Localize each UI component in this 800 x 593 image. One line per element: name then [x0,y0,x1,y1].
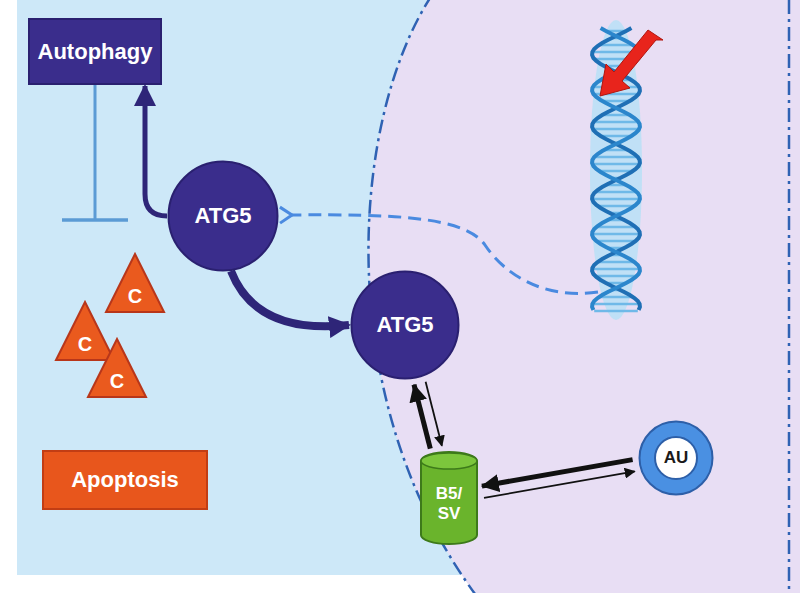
node-label: AU [664,448,689,468]
caspase-triangle: C [86,337,148,399]
node-label: ATG5 [376,312,433,337]
process-box-shape [43,451,207,509]
base-pair [598,261,635,264]
connector-line [484,471,635,498]
caspase-triangle-shape [106,254,164,312]
base-pair [595,191,637,194]
connector-line [414,385,430,449]
connector [62,85,128,220]
node-label: ATG5 [194,203,251,228]
caspase-triangle-shape [56,302,114,360]
connector-line [231,271,349,326]
protein-circle-shape [169,162,278,271]
au-ring-shape [640,422,713,495]
connector [484,471,635,498]
base-pair [592,303,639,306]
signal-arrow [292,215,598,294]
connector [231,271,349,326]
base-pair [596,226,635,229]
process-box: Autophagy [28,18,162,85]
caspase-triangle: C [104,252,166,314]
complex-cylinder-shape [421,452,477,544]
protein-circle: ATG5 [350,270,460,380]
base-pair [593,121,638,124]
base-pair [594,156,638,159]
node-label: C [110,370,124,393]
protein-circle-shape [352,272,459,379]
base-pair [596,240,635,243]
node-label: Autophagy [38,39,153,64]
node-label: C [128,285,142,308]
au-ring: AU [638,420,714,496]
complex-cylinder: B5/ SV [420,452,478,544]
connector-line [62,218,128,222]
cylinder-top [421,453,477,469]
base-pair [592,233,640,236]
connector-line [482,460,633,487]
process-box: Apoptosis [42,450,208,510]
base-pair [595,275,637,278]
caspase-triangle-shape [88,339,146,397]
connector-line [145,86,167,216]
node-label: C [78,333,92,356]
connector [482,460,633,487]
caspase-triangle: C [54,300,116,362]
ring-hole [655,437,697,479]
base-pair [598,205,635,208]
node-label: B5/ SV [424,484,474,523]
damage-arrow [600,30,663,96]
nuclear-envelope [788,0,791,593]
connector [414,385,430,449]
base-pair [593,128,639,131]
base-pair [594,310,638,313]
connector [145,86,167,216]
base-pair [592,268,640,271]
base-pair [592,198,640,201]
node-label: Apoptosis [71,467,179,492]
base-pair [592,163,639,166]
connector-line [94,85,97,220]
process-box-shape [29,19,161,84]
protein-circle: ATG5 [167,160,279,272]
